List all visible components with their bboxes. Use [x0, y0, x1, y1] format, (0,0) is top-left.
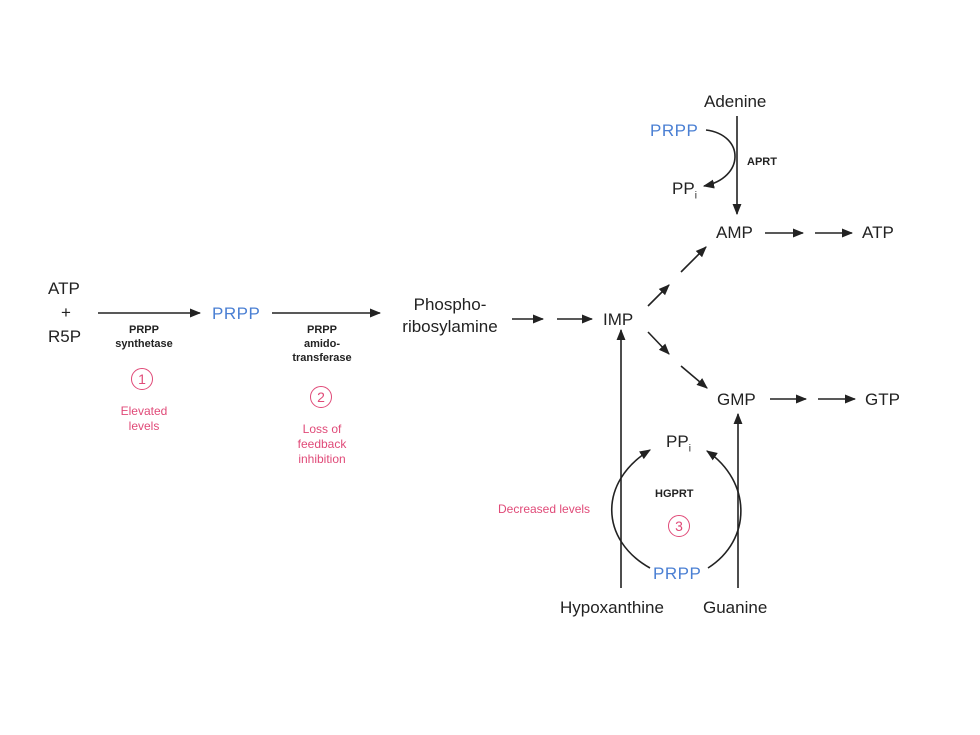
node-amp: AMP — [716, 223, 753, 242]
arrow-imp-to-gmp-a — [647, 331, 670, 355]
ppi-label: PP — [672, 179, 695, 198]
ppi-subscript: i — [688, 443, 691, 455]
annotation-note-2: Loss of feedback inhibition — [280, 422, 364, 467]
ppi-subscript: i — [694, 190, 697, 202]
enzyme-prpp-synthetase: PRPP synthetase — [104, 323, 184, 351]
node-atp-output: ATP — [862, 223, 894, 242]
enzyme-label: transferase — [292, 352, 352, 364]
node-hypoxanthine: Hypoxanthine — [560, 598, 664, 617]
arrow-hgprt-right — [706, 450, 742, 569]
node-r5p: R5P — [48, 327, 82, 346]
arrow-imp-to-gmp-b — [680, 365, 708, 389]
annotation-circle-3: 3 — [668, 515, 690, 537]
note-line: feedback — [297, 437, 347, 451]
node-prpp-hgprt: PRPP — [653, 564, 702, 583]
node-prpp: PRPP — [212, 304, 261, 323]
node-adenine: Adenine — [704, 92, 767, 111]
arrow-imp-to-amp-b — [680, 246, 707, 273]
node-phosphoribosylamine: Phospho- ribosylamine — [390, 294, 510, 338]
node-prpp-aprt: PRPP — [650, 121, 699, 140]
annotation-note-1: Elevated levels — [104, 404, 184, 434]
node-gmp: GMP — [717, 390, 756, 409]
annotation-note-3: Decreased levels — [498, 502, 591, 516]
note-line: inhibition — [298, 452, 346, 466]
arrow-aprt-prpp-to-ppi — [702, 129, 736, 189]
enzyme-label: PRPP — [129, 324, 159, 336]
note-line: Elevated — [120, 404, 168, 418]
node-gtp: GTP — [865, 390, 900, 409]
enzyme-label: amido- — [303, 338, 341, 350]
node-ppi-hgprt: PPi — [666, 433, 691, 454]
enzyme-label: PRPP — [307, 324, 337, 336]
annotation-circle-1: 1 — [131, 368, 153, 390]
ppi-label: PP — [666, 432, 689, 451]
arrow-hgprt-left — [610, 449, 651, 569]
node-atp-input: ATP — [48, 279, 80, 298]
node-ppi-aprt: PPi — [672, 180, 697, 201]
node-label: Phospho- — [413, 295, 487, 314]
arrow-imp-to-amp-a — [647, 284, 670, 307]
note-line: levels — [128, 419, 160, 433]
node-imp: IMP — [603, 310, 634, 329]
note-line: Loss of — [302, 422, 342, 436]
annotation-circle-2: 2 — [310, 386, 332, 408]
enzyme-label: synthetase — [115, 338, 173, 350]
node-guanine: Guanine — [703, 598, 768, 617]
enzyme-hgprt: HGPRT — [655, 488, 694, 500]
enzyme-aprt: APRT — [747, 156, 777, 168]
node-label: ribosylamine — [402, 317, 498, 336]
node-plus: + — [61, 303, 71, 322]
enzyme-prpp-amidotransferase: PRPP amido- transferase — [280, 323, 364, 365]
